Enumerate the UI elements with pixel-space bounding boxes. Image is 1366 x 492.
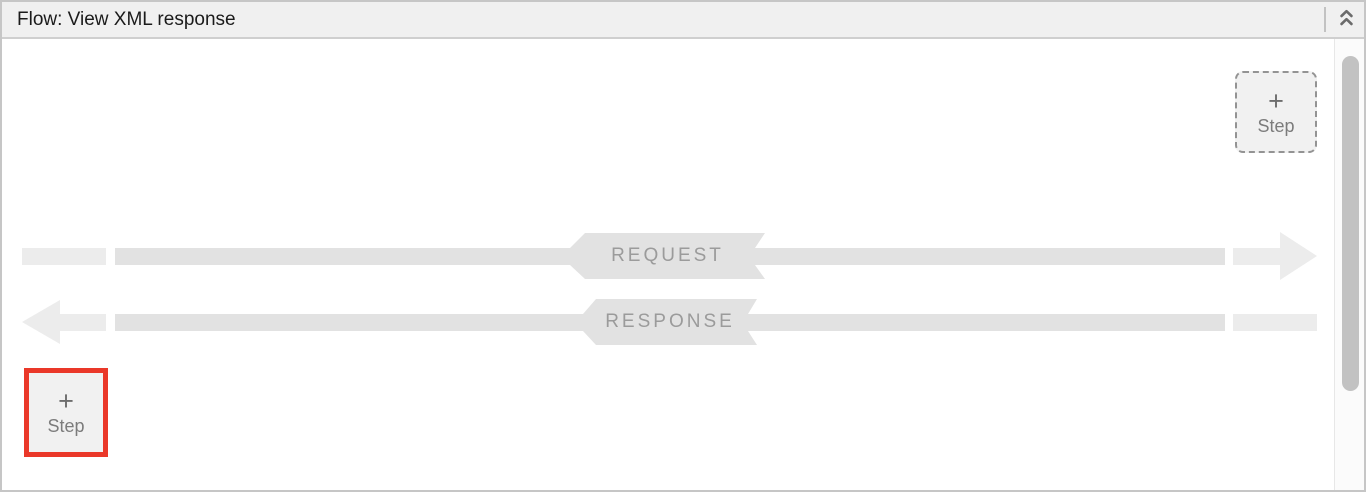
request-banner-label: REQUEST bbox=[611, 245, 724, 266]
add-step-label: Step bbox=[47, 416, 85, 436]
scrollbar-thumb[interactable] bbox=[1342, 56, 1359, 391]
plus-icon: + bbox=[1268, 85, 1284, 116]
arrow-right-icon bbox=[1280, 232, 1317, 280]
chevron-double-up-icon bbox=[1339, 8, 1354, 31]
request-flow-segment-left bbox=[22, 248, 106, 265]
add-step-button-response[interactable]: + Step bbox=[29, 373, 103, 452]
vertical-scrollbar[interactable] bbox=[1334, 39, 1364, 490]
response-banner-label: RESPONSE bbox=[605, 311, 735, 332]
request-arrow-shaft bbox=[1233, 248, 1281, 265]
panel-header: Flow: View XML response bbox=[2, 2, 1364, 39]
request-banner: REQUEST bbox=[570, 233, 765, 279]
highlight-box: + Step bbox=[24, 368, 108, 457]
panel-title: Flow: View XML response bbox=[17, 9, 236, 30]
arrow-left-icon bbox=[22, 300, 60, 344]
add-step-label: Step bbox=[1257, 115, 1295, 136]
add-step-button-request[interactable]: + Step bbox=[1235, 71, 1317, 153]
header-divider bbox=[1324, 7, 1326, 32]
collapse-panel-button[interactable] bbox=[1332, 2, 1360, 37]
response-arrow-shaft bbox=[59, 314, 106, 331]
response-flow-segment-right bbox=[1233, 314, 1317, 331]
response-banner: RESPONSE bbox=[583, 299, 757, 345]
plus-icon: + bbox=[58, 386, 74, 416]
